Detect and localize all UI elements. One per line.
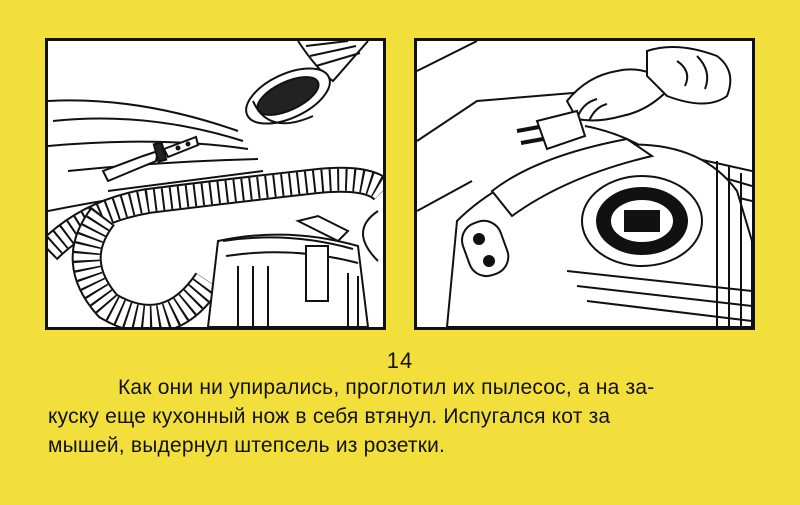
vacuum-nozzle-icon (245, 41, 369, 125)
caption-text: Как они ни упирались, проглотил их пылес… (48, 373, 760, 460)
vacuum-scene-illustration (48, 41, 383, 327)
plug-scene-illustration (417, 41, 752, 327)
caption-line: Как они ни упирались, проглотил их пылес… (118, 376, 655, 399)
caption-line: куску еще кухонный нож в себя втянул. Ис… (48, 405, 611, 428)
caption-line: мышей, выдернул штепсель из розетки. (48, 434, 446, 457)
vacuum-hose-icon (48, 166, 383, 327)
kitchen-knife-icon (101, 135, 200, 183)
hand-icon (565, 46, 732, 122)
page-number: 14 (386, 348, 414, 373)
illustration-panel-right (414, 38, 755, 330)
illustration-panel-left (45, 38, 386, 330)
vacuum-cleaner-icon (445, 137, 752, 327)
vacuum-cleaner-icon (206, 210, 379, 327)
